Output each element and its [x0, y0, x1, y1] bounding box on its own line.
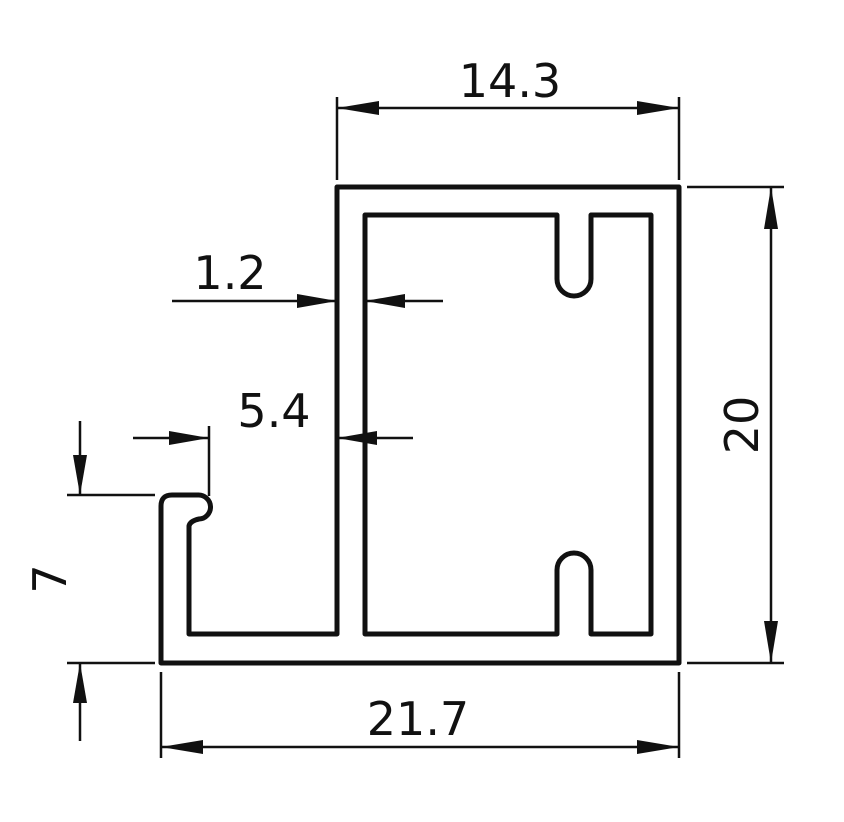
arrowhead — [637, 101, 679, 115]
dimension-label-height: 20 — [715, 396, 769, 455]
arrowhead — [337, 101, 379, 115]
arrowhead — [73, 455, 87, 495]
arrowhead — [297, 294, 337, 308]
arrowhead — [365, 294, 405, 308]
arrowhead — [161, 740, 203, 754]
arrowhead — [637, 740, 679, 754]
dimension-label-overall-width: 21.7 — [367, 692, 469, 746]
dimension-label-lip-height: 7 — [23, 564, 77, 593]
profile-inner-contour — [362, 212, 654, 637]
arrowhead — [169, 431, 209, 445]
arrowhead — [337, 431, 377, 445]
arrowhead — [764, 187, 778, 229]
dimension-lip-offset: 5.4 — [133, 384, 413, 496]
dimension-overall-width: 21.7 — [159, 672, 681, 758]
dimension-label-top-width: 14.3 — [459, 54, 561, 108]
arrowhead — [764, 621, 778, 663]
profile-outer-contour — [158, 184, 682, 666]
dimension-height: 20 — [687, 185, 784, 665]
dimension-label-wall-thickness: 1.2 — [193, 246, 266, 300]
dimension-lip-height: 7 — [23, 421, 155, 741]
aluminium-profile — [158, 184, 682, 666]
dimension-wall-thickness: 1.2 — [172, 246, 443, 308]
dimension-top-width: 14.3 — [335, 54, 681, 180]
dimension-label-lip-offset: 5.4 — [237, 384, 310, 438]
arrowhead — [73, 663, 87, 703]
